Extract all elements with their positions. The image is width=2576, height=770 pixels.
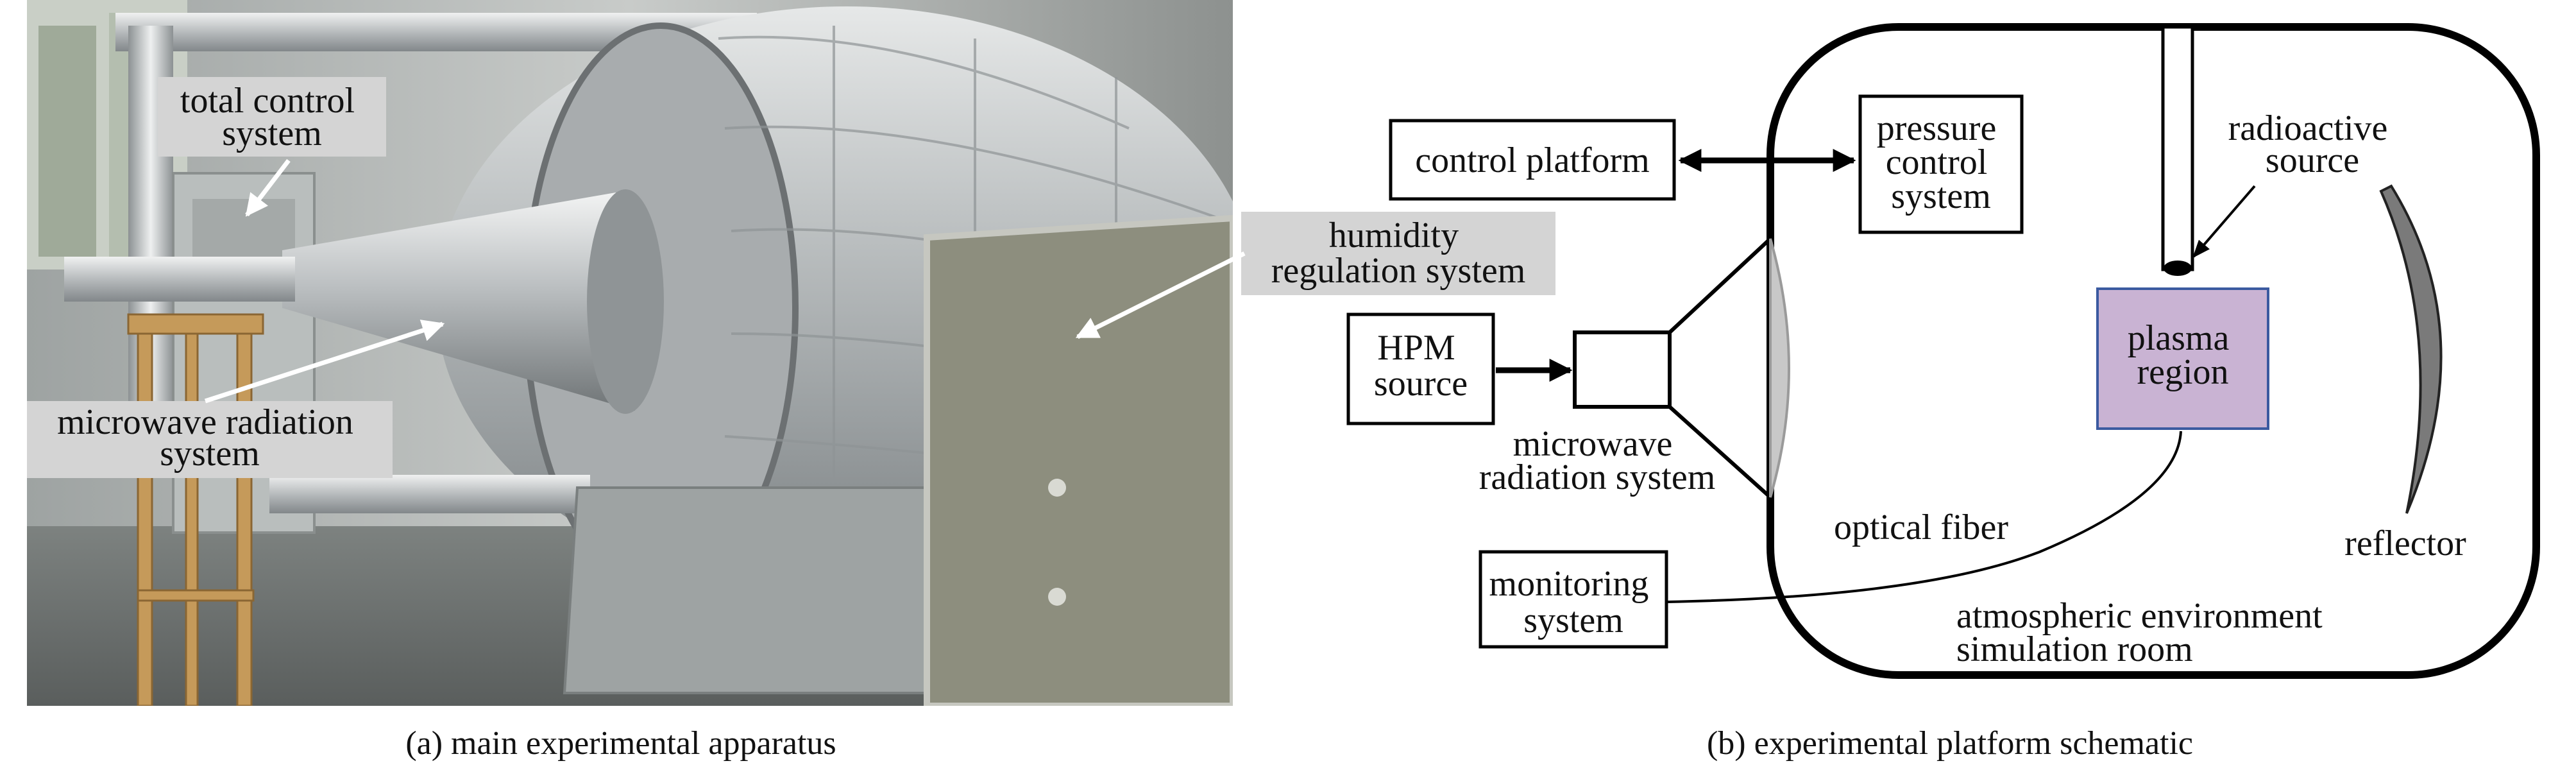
wooden-stool — [127, 313, 264, 706]
microwave-radiation-label: microwave radiation system — [1479, 424, 1716, 497]
horn-top-edge — [1668, 237, 1772, 334]
radioactive-source-tube — [2161, 25, 2194, 271]
radioactive-source-label: radioactive source — [2228, 108, 2397, 180]
plasma-region-label: plasma region — [2128, 318, 2239, 392]
pressure-control-label: pressure control system — [1877, 108, 2006, 216]
plasma-region-box — [2096, 287, 2269, 430]
humidity-box — [924, 214, 1233, 706]
photo-panel: total control system humidity regulation… — [27, 0, 1555, 762]
microwave-arrow — [204, 320, 445, 404]
total-control-label-box — [158, 77, 386, 157]
monitoring-system-box — [1479, 550, 1668, 649]
reflector — [2379, 184, 2443, 514]
caption-b: (b) experimental platform schematic — [1707, 725, 2193, 762]
control-platform-box — [1389, 119, 1676, 201]
control-platform-label: control platform — [1415, 141, 1649, 180]
total-control-label: total control system — [180, 81, 364, 153]
reflector-label: reflector — [2344, 524, 2466, 563]
humidity-arrow — [1075, 251, 1246, 339]
total-control-arrow — [245, 158, 291, 217]
radioactive-source-tip — [2164, 261, 2192, 276]
horn-lens — [1769, 238, 1790, 498]
pressure-control-box — [1858, 94, 2024, 234]
humidity-label-box — [1241, 212, 1555, 295]
humidity-label: humidity regulation system — [1271, 216, 1526, 291]
microwave-horn — [282, 193, 635, 411]
optical-fiber — [1667, 431, 2182, 603]
hpm-source-box — [1346, 312, 1495, 425]
hpm-source-label: HPM source — [1374, 328, 1468, 404]
optical-fiber-label: optical fiber — [1834, 508, 2008, 547]
schematic-panel: control platform pressure control system… — [1346, 23, 2540, 762]
waveguide-pipe — [64, 257, 295, 302]
simulation-room-label: atmospheric environment simulation room — [1956, 596, 2332, 669]
monitoring-system-label: monitoring system — [1489, 564, 1658, 640]
radioactive-pointer — [2192, 185, 2256, 259]
lower-pipe — [269, 475, 590, 513]
tank-stand — [563, 486, 964, 694]
caption-a: (a) main experimental apparatus — [405, 725, 836, 762]
microwave-label-box — [27, 401, 393, 478]
microwave-label: microwave radiation system — [57, 402, 362, 474]
horn-bottom-edge — [1668, 405, 1772, 499]
microwave-feed-box — [1573, 330, 1672, 409]
